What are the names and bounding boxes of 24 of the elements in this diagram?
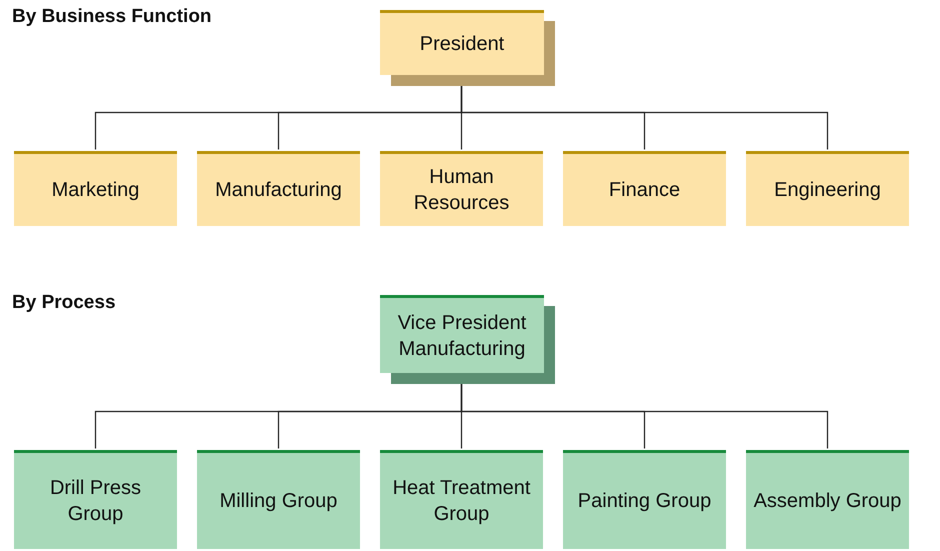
role-title: Manufacturing [215, 178, 342, 203]
role-title: Heat Treatment Group [392, 476, 532, 527]
role-title: Engineering [774, 178, 881, 203]
role-title: Painting Group [578, 489, 712, 514]
org-box [563, 450, 726, 549]
section-heading: By Process [12, 292, 116, 314]
org-box [563, 151, 726, 226]
role-title: Vice President Manufacturing [396, 310, 528, 362]
org-box [197, 450, 360, 549]
org-box [746, 151, 909, 226]
role-title: Drill Press Group [48, 476, 142, 527]
role-title: Milling Group [220, 489, 338, 514]
org-box [746, 450, 909, 549]
org-box [197, 151, 360, 226]
org-box [14, 450, 177, 549]
role-title: Finance [608, 178, 680, 203]
org-box [380, 151, 543, 226]
role-title: Assembly Group [754, 489, 902, 514]
org-box [380, 450, 543, 549]
section-heading: By Business Function [12, 6, 212, 28]
role-title: Human Resources [412, 165, 510, 216]
role-title: President [420, 32, 504, 57]
org-box [14, 151, 177, 226]
role-title: Marketing [52, 178, 140, 203]
